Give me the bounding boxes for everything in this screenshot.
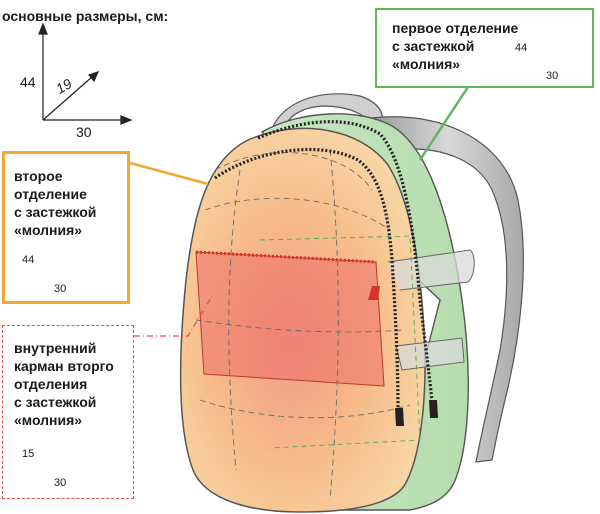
side-loop-top (387, 249, 475, 291)
second-compartment-height: 44 (22, 254, 35, 266)
inner-pocket-puller (368, 286, 380, 300)
inner-pocket-line-4: с застежкой (14, 394, 97, 410)
second-compartment-line-4: «молния» (14, 222, 83, 238)
zipper-puller-2 (429, 400, 438, 418)
first-compartment-leader (418, 86, 470, 161)
main-zipper (214, 147, 400, 411)
construction-lines-green (259, 235, 421, 449)
second-compartment-leader (129, 161, 209, 186)
second-compartment-callout: второе отделение с застежкой «молния» (2, 151, 130, 304)
first-compartment-line-3: «молния» (392, 56, 461, 72)
second-compartment-width: 30 (54, 283, 67, 295)
inner-pocket-callout: внутренний карман вторго отделения с зас… (2, 325, 134, 499)
first-compartment-width: 30 (546, 70, 559, 82)
inner-pocket-line-1: внутренний (14, 340, 97, 356)
side-loop-bottom (395, 337, 465, 371)
main-dims-axes (38, 22, 133, 125)
dimensions-title: основные размеры, см: (2, 8, 169, 24)
zipper-puller-1 (395, 408, 404, 426)
inner-pocket-shape (195, 251, 385, 387)
second-compartment-line-2: отделение (14, 186, 87, 202)
shoulder-strap (370, 116, 524, 463)
inner-pocket-width: 30 (54, 477, 67, 489)
inner-pocket-height: 15 (22, 448, 35, 460)
second-compartment-line-1: второе (14, 168, 63, 184)
first-compartment-line-2: с застежкой (392, 38, 475, 54)
first-compartment-callout: первое отделение с застежкой «молния» (375, 8, 594, 88)
main-width-value: 30 (76, 124, 92, 140)
second-compartment-line-3: с застежкой (14, 204, 97, 220)
first-compartment-height: 44 (515, 42, 528, 54)
back-zipper (257, 120, 434, 403)
inner-pocket-line-3: отделения (14, 376, 88, 392)
first-compartment-line-1: первое отделение (392, 20, 519, 36)
inner-pocket-leader (134, 295, 213, 337)
main-height-value: 44 (20, 74, 36, 90)
inner-pocket-line-5: «молния» (14, 412, 83, 428)
construction-lines (195, 149, 411, 501)
inner-pocket-line-2: карман вторго (14, 358, 114, 374)
